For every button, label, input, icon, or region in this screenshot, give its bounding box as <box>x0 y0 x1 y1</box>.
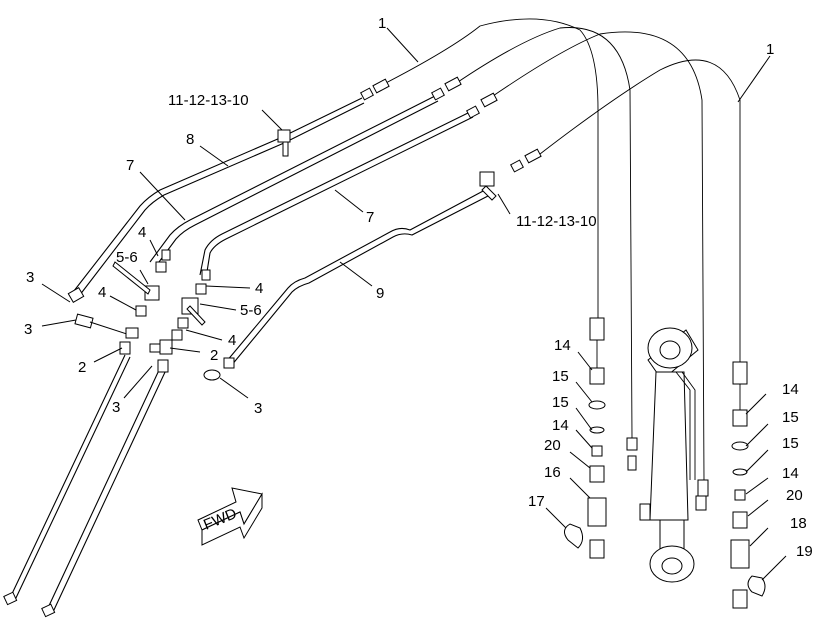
callout-20-b: 20 <box>786 487 803 504</box>
fwd-arrow: FWD <box>197 487 263 546</box>
clamp-left <box>277 129 291 157</box>
callout-3-d: 3 <box>254 400 262 417</box>
callout-2-right: 2 <box>210 347 218 364</box>
callout-15-b: 15 <box>552 394 569 411</box>
callout-5-6-right: 5-6 <box>240 302 262 319</box>
callout-4-a: 4 <box>138 224 146 241</box>
lower-left-pipes <box>3 354 167 618</box>
callout-5-6-left: 5-6 <box>116 249 138 266</box>
callout-14-c: 14 <box>782 381 799 398</box>
tube-7-upper <box>149 95 439 267</box>
callout-14-a: 14 <box>554 337 571 354</box>
tube-8 <box>69 97 365 301</box>
callout-labels: 1 1 11-12-13-10 8 7 7 11-12-13-10 4 5-6 … <box>24 15 813 560</box>
callout-15-d: 15 <box>782 435 799 452</box>
callout-18: 18 <box>790 515 807 532</box>
callout-11-12-13-10-left: 11-12-13-10 <box>168 92 249 109</box>
callout-2-left: 2 <box>78 359 86 376</box>
callout-7-mid: 7 <box>366 209 374 226</box>
callout-19: 19 <box>796 543 813 560</box>
callout-8: 8 <box>186 131 194 148</box>
hydraulic-cylinder <box>626 327 709 583</box>
clamp-right <box>479 171 497 201</box>
callout-3-c: 3 <box>112 399 120 416</box>
tube-7-lower <box>199 111 474 279</box>
hose-1-set <box>379 18 741 481</box>
callout-3-b: 3 <box>24 321 32 338</box>
callout-1-right: 1 <box>766 41 774 58</box>
callout-4-c: 4 <box>255 280 263 297</box>
callout-4-b: 4 <box>98 284 106 301</box>
left-fittings <box>67 249 235 381</box>
callout-20-a: 20 <box>544 437 561 454</box>
callout-17: 17 <box>528 493 545 510</box>
callout-14-d: 14 <box>782 465 799 482</box>
callout-15-a: 15 <box>552 368 569 385</box>
callout-14-b: 14 <box>552 417 569 434</box>
callout-15-c: 15 <box>782 409 799 426</box>
callout-4-d: 4 <box>228 332 236 349</box>
callout-3-a: 3 <box>26 269 34 286</box>
callout-9: 9 <box>376 285 384 302</box>
hose-end-fittings <box>360 76 542 173</box>
callout-16: 16 <box>544 464 561 481</box>
callout-11-12-13-10-right: 11-12-13-10 <box>516 213 597 230</box>
fitting-stack-right <box>730 361 766 609</box>
leader-lines <box>41 27 787 581</box>
callout-7-left: 7 <box>126 157 134 174</box>
tube-9 <box>225 189 489 367</box>
callout-1-top: 1 <box>378 15 386 32</box>
fitting-stack-left <box>564 317 607 559</box>
